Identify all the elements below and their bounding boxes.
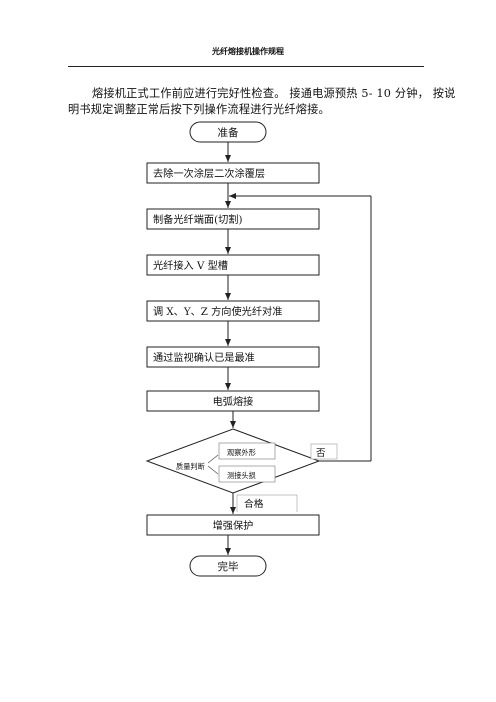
step-label: 调 X、Y、Z 方向使光纤对准 — [153, 305, 282, 318]
step-strip-coating: 去除一次涂层二次涂覆层 — [146, 162, 320, 184]
step-arc-fusion: 电弧熔接 — [146, 390, 320, 412]
check-splice-loss: 测接头损 — [218, 465, 276, 483]
step-insert-v-groove: 光纤接入 V 型槽 — [146, 254, 320, 276]
yes-label-box: 合格 — [236, 494, 298, 512]
no-label: 否 — [316, 448, 326, 459]
decision-quality-check: 质量判断 观察外形 测接头损 — [145, 428, 321, 494]
step-label: 电弧熔接 — [213, 395, 254, 408]
intro-line-2: 明书规定调整正常后按下列操作流程进行光纤熔接。 — [68, 102, 330, 116]
step-label: 通过监视确认已是最准 — [153, 351, 255, 364]
start-label: 准备 — [218, 126, 239, 139]
end-terminal: 完毕 — [189, 555, 267, 577]
end-label: 完毕 — [218, 560, 239, 573]
decision-label: 质量判断 — [176, 462, 205, 471]
step-reinforce-protect: 增强保护 — [146, 514, 320, 536]
step-align-xyz: 调 X、Y、Z 方向使光纤对准 — [146, 300, 320, 322]
step-label: 去除一次涂层二次涂覆层 — [153, 167, 265, 180]
step-monitor-confirm: 通过监视确认已是最准 — [146, 346, 320, 368]
step-label: 增强保护 — [213, 519, 254, 532]
yes-label: 合格 — [244, 497, 264, 510]
intro-line-1: 熔接机正式工作前应进行完好性检查。 接通电源预热 5- 10 分钟， 按说 — [92, 87, 456, 100]
check-splice-loss-label: 测接头损 — [227, 471, 256, 480]
intro-paragraph: 熔接机正式工作前应进行完好性检查。 接通电源预热 5- 10 分钟， 按说 明书… — [68, 86, 460, 117]
connector-line — [207, 465, 219, 475]
page-title: 光纤熔接机操作规程 — [212, 47, 284, 56]
check-appearance: 观察外形 — [218, 442, 276, 460]
check-appearance-label: 观察外形 — [227, 448, 256, 457]
connector-line — [207, 454, 219, 464]
step-label: 制备光纤端面(切割) — [153, 213, 242, 226]
start-terminal: 准备 — [189, 121, 267, 143]
step-label: 光纤接入 V 型槽 — [153, 259, 228, 272]
header-divider — [68, 66, 424, 67]
no-branch: 否 — [229, 193, 372, 462]
step-cleave-fiber: 制备光纤端面(切割) — [146, 208, 320, 230]
